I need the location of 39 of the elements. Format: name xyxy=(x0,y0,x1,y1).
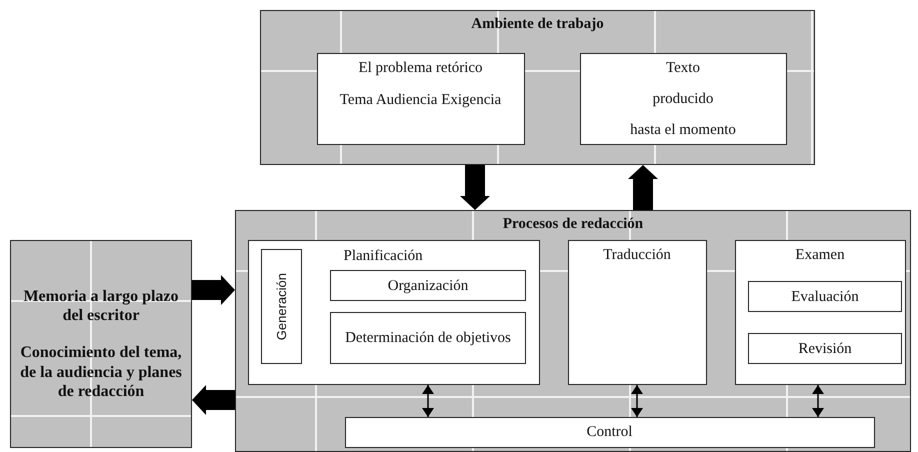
node-text: Examen xyxy=(795,246,845,264)
node-text: Control xyxy=(586,423,632,441)
node-text: Tema Audiencia Exigencia xyxy=(340,90,502,108)
double-arrow xyxy=(422,385,434,417)
process-box xyxy=(330,312,526,364)
process-box xyxy=(734,240,906,384)
node-text: Revisión xyxy=(798,340,852,358)
process-box xyxy=(580,52,786,144)
process-box xyxy=(748,333,902,364)
node-text: El problema retórico xyxy=(358,58,483,76)
process-box xyxy=(248,240,540,384)
panel-title: Ambiente de trabajo xyxy=(471,15,604,33)
process-box xyxy=(748,281,902,312)
process-box xyxy=(316,52,524,144)
panel-title: Procesos de redacción xyxy=(502,215,644,233)
node-text: Memoria a largo plazo del escritor xyxy=(22,287,180,326)
node-text: Traducción xyxy=(603,246,671,264)
block-arrow xyxy=(192,385,235,415)
node-text: hasta el momento xyxy=(630,120,736,138)
group-panel xyxy=(260,10,815,165)
node-text: Organización xyxy=(388,276,468,294)
process-box xyxy=(330,270,526,301)
node-text: Planificación xyxy=(344,246,423,264)
node-text: Evaluación xyxy=(791,288,859,306)
group-panel xyxy=(235,210,911,452)
process-box xyxy=(261,249,302,364)
node-text: Conocimiento del tema, de la audiencia y planes de redacción xyxy=(19,343,183,401)
node-text: producido xyxy=(652,90,714,108)
block-arrow xyxy=(460,165,490,210)
double-arrow xyxy=(812,385,824,417)
block-arrow xyxy=(628,165,658,210)
node-text: Determinación de objetivos xyxy=(345,329,511,347)
process-box xyxy=(568,240,706,384)
block-arrow xyxy=(192,275,235,305)
node-text: Texto xyxy=(666,58,700,76)
double-arrow xyxy=(631,385,643,417)
process-box xyxy=(344,416,874,448)
node-text: Generación xyxy=(274,272,290,340)
memory-panel xyxy=(10,240,192,448)
